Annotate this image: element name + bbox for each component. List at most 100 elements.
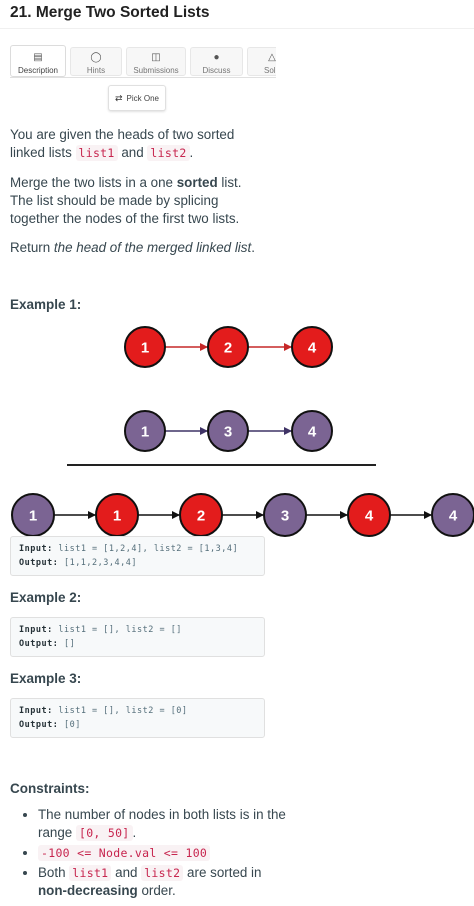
tab-submissions[interactable]: ◫ Submissions [126, 47, 186, 76]
list2-node: 1 [124, 410, 166, 452]
node-value: 4 [308, 340, 317, 357]
inline-code: [0, 50] [75, 825, 133, 841]
constraint-item: The number of nodes in both lists is in … [38, 806, 288, 842]
example-1-heading: Example 1: [10, 297, 82, 312]
inline-code: list2 [141, 865, 184, 881]
node-circle [124, 410, 166, 452]
merged-node: 1 [95, 493, 139, 537]
italic-text: the head of the merged linked list [53, 240, 252, 255]
output-line: Output: [0] [19, 718, 256, 732]
inline-code: list2 [147, 145, 190, 161]
input-label: Input: [19, 625, 53, 635]
constraint-item: -100 <= Node.val <= 100 [38, 844, 288, 862]
inline-code: list1 [75, 145, 118, 161]
node-value: 1 [29, 508, 37, 525]
node-value: 1 [141, 424, 149, 441]
text: order. [137, 883, 176, 898]
merged-node: 2 [179, 493, 223, 537]
output-line: Output: [1,1,2,3,4,4] [19, 556, 256, 570]
example-2-code: Input: list1 = [], list2 = [] Output: [] [10, 617, 265, 657]
node-circle [124, 326, 166, 368]
output-label: Output: [19, 558, 59, 568]
tab-discuss[interactable]: ● Discuss [190, 47, 243, 76]
output-value: [1,1,2,3,4,4] [63, 558, 137, 568]
tab-label: Solu [263, 66, 276, 75]
node-circle [207, 326, 249, 368]
input-line: Input: list1 = [], list2 = [0] [19, 704, 256, 718]
example-2-heading: Example 2: [10, 590, 82, 605]
tab-hints[interactable]: ◯ Hints [70, 47, 122, 76]
constraint-item: Both list1 and list2 are sorted in non-d… [38, 864, 288, 900]
example-3-code: Input: list1 = [], list2 = [0] Output: [… [10, 698, 265, 738]
list1-node: 1 [124, 326, 166, 368]
constraints-list: The number of nodes in both lists is in … [22, 806, 288, 902]
tabs-underline [10, 77, 276, 78]
output-label: Output: [19, 639, 59, 649]
output-value: [] [63, 639, 76, 649]
node-value: 4 [308, 424, 317, 441]
merged-node: 4 [347, 493, 391, 537]
constraints-heading: Constraints: [10, 781, 90, 796]
output-value: [0] [63, 720, 81, 730]
chat-icon: ● [213, 52, 220, 63]
page-title: 21. Merge Two Sorted Lists [10, 4, 210, 21]
text: . [189, 145, 194, 160]
code-file-icon: ◫ [151, 52, 161, 63]
linked-list-diagram: 1 2 4 1 3 4 1 1 2 3 4 4 [11, 326, 474, 537]
input-label: Input: [19, 706, 53, 716]
input-line: Input: list1 = [1,2,4], list2 = [1,3,4] [19, 542, 256, 556]
text: . [251, 240, 255, 255]
text: Both [38, 865, 70, 880]
description-paragraph-3: Return the head of the merged linked lis… [10, 239, 268, 257]
list1-node: 2 [207, 326, 249, 368]
inline-code: -100 <= Node.val <= 100 [38, 845, 211, 861]
merged-node: 3 [263, 493, 307, 537]
input-line: Input: list1 = [], list2 = [] [19, 623, 256, 637]
text: . [132, 825, 137, 840]
description-icon: ▤ [33, 52, 43, 63]
node-value: 3 [224, 424, 232, 441]
bold-text: sorted [176, 175, 218, 190]
pick-one-label: Pick One [126, 93, 159, 103]
tab-label: Description [17, 66, 58, 75]
tab-label: Hints [86, 66, 106, 75]
flask-icon: △ [268, 52, 276, 63]
node-circle [291, 410, 333, 452]
tab-description[interactable]: ▤ Description [10, 45, 66, 77]
lightbulb-icon: ◯ [90, 52, 102, 63]
list2-node: 3 [207, 410, 249, 452]
node-value: 4 [365, 508, 374, 525]
shuffle-icon: ⇄ [114, 92, 123, 103]
text: are sorted in [183, 865, 262, 880]
input-value: list1 = [1,2,4], list2 = [1,3,4] [58, 544, 239, 554]
text: and [117, 145, 148, 160]
text: You are given the heads of two sorted li… [10, 127, 235, 160]
node-circle [263, 493, 307, 537]
node-circle [431, 493, 474, 537]
list1-node: 4 [291, 326, 333, 368]
node-value: 2 [197, 508, 205, 525]
node-circle [291, 326, 333, 368]
node-value: 1 [141, 340, 149, 357]
description-paragraph-1: You are given the heads of two sorted li… [10, 126, 268, 162]
input-label: Input: [19, 544, 53, 554]
input-value: list1 = [], list2 = [] [58, 625, 182, 635]
example-1-code: Input: list1 = [1,2,4], list2 = [1,3,4] … [10, 536, 265, 576]
node-value: 2 [224, 340, 232, 357]
description-paragraph-2: Merge the two lists in a one sorted list… [10, 174, 268, 228]
output-line: Output: [] [19, 637, 256, 651]
tab-label: Discuss [202, 66, 231, 75]
inline-code: list1 [69, 865, 112, 881]
list2-node: 4 [291, 410, 333, 452]
merged-node: 4 [431, 493, 474, 537]
tab-solution[interactable]: △ Solu [247, 47, 276, 76]
input-value: list1 = [], list2 = [0] [58, 706, 188, 716]
node-circle [207, 410, 249, 452]
tab-label: Submissions [133, 66, 179, 75]
text: and [111, 865, 142, 880]
merged-node: 1 [11, 493, 55, 537]
header-divider [0, 28, 474, 29]
example-3-heading: Example 3: [10, 671, 82, 686]
pick-one-button[interactable]: ⇄ Pick One [108, 85, 166, 111]
text: Merge the two lists in a one [10, 175, 177, 190]
